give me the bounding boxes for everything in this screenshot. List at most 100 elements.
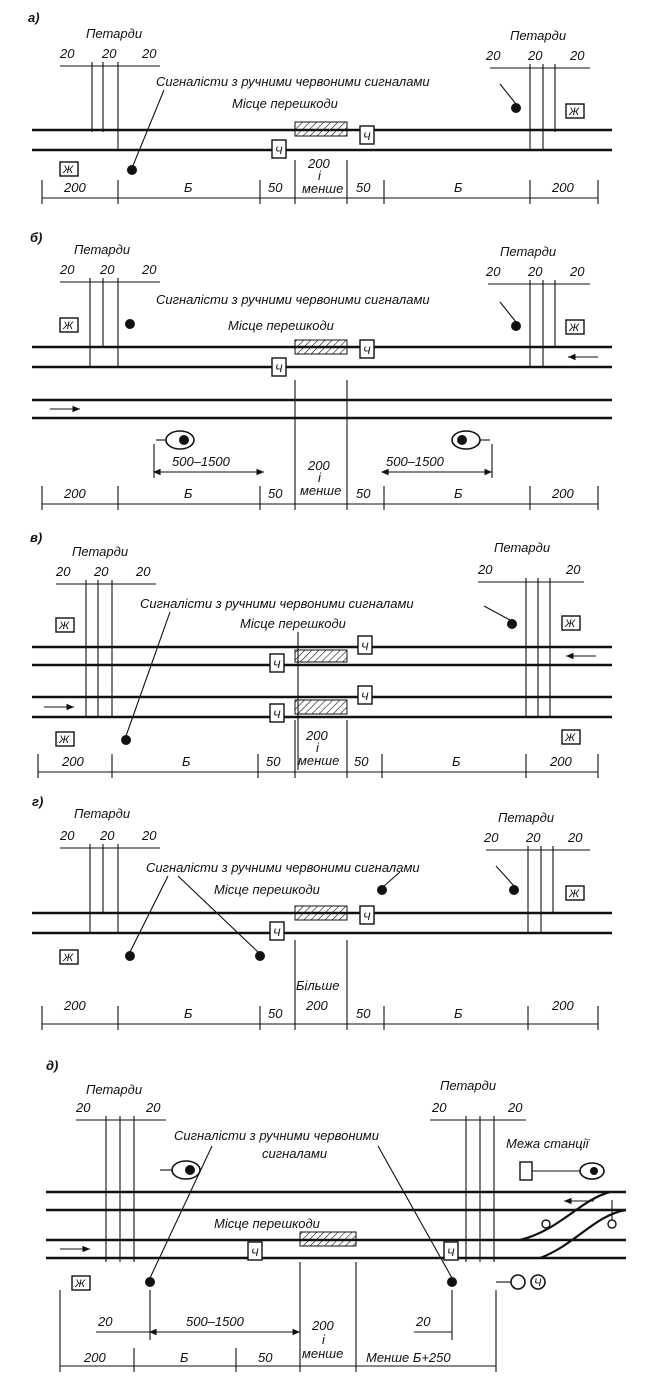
section-b: б) Петарди Петарди 20 20 20 20 20 20 Сиг… [30, 230, 612, 510]
obstacle-zone [294, 649, 348, 663]
dim-200-label: 200 [63, 180, 86, 195]
signal-lamp [510, 1274, 526, 1290]
dim-b-label: Б [454, 486, 463, 501]
petardy-right-label: Петарди [440, 1078, 496, 1093]
spacing-label: 20 [59, 46, 75, 61]
switch-curve [539, 1208, 627, 1260]
dim-200-label: 200 [551, 180, 574, 195]
range-label: 500–1500 [186, 1314, 245, 1329]
slow-signal-sign [269, 653, 285, 673]
signalist-marker [121, 735, 131, 745]
mid-dim-label: і [316, 740, 320, 755]
slow-signal-label: Ч [251, 1247, 259, 1259]
range-label: 500–1500 [386, 454, 445, 469]
mid-dim-label: менше [300, 483, 341, 498]
leader-line [149, 1145, 213, 1279]
spacing-label: 20 [141, 46, 157, 61]
spacing-label: 20 [485, 48, 501, 63]
slow-signal-sign [271, 139, 287, 159]
slow-signal-sign [357, 685, 373, 705]
slow-signal-sign [359, 125, 375, 145]
spacing-label: 20 [135, 564, 151, 579]
dim-200-label: 200 [63, 998, 86, 1013]
section-letter: а) [28, 10, 40, 25]
horn-signal-icon [579, 1162, 605, 1180]
slow-signal-sign [443, 1241, 459, 1261]
spacing-label: 20 [565, 562, 581, 577]
obstacle-zone [294, 699, 348, 715]
petardy-right-label: Петарди [500, 244, 556, 259]
stop-signal-label: Ж [74, 1278, 86, 1290]
spacing-label: 20 [527, 264, 543, 279]
petardy-left-label: Петарди [72, 544, 128, 559]
signalists-label-line1: Сигналісти з ручними червоними [174, 1128, 379, 1143]
slow-signal-label: Ч [273, 659, 281, 671]
dim-b-label: Б [454, 1006, 463, 1021]
spacing-label: 20 [141, 828, 157, 843]
obstacle-zone [294, 905, 348, 921]
switch-marker [541, 1219, 551, 1229]
signalist-marker [377, 885, 387, 895]
section-letter: г) [32, 794, 43, 809]
petardy-right-label: Петарди [498, 810, 554, 825]
spacing-label: 20 [507, 1100, 523, 1115]
stop-signal-sign [565, 103, 585, 119]
petardy-left-label: Петарди [86, 1082, 142, 1097]
leader-line [483, 605, 511, 621]
obstacle-label: Місце перешкоди [240, 616, 346, 631]
spacing-label: 20 [569, 48, 585, 63]
signal-lamp [530, 1274, 546, 1290]
stop-signal-label: Ж [564, 732, 576, 744]
slow-signal-label: Ч [273, 927, 281, 939]
petardy-left-label: Петарди [86, 26, 142, 41]
mid-dim-label: 200 [305, 728, 328, 743]
station-limit-sign [519, 1161, 533, 1181]
signalists-label: Сигналісти з ручними червоними сигналами [140, 596, 414, 611]
dim-50-label: 50 [266, 754, 281, 769]
less-label: Менше Б+250 [366, 1350, 451, 1365]
leader-line [125, 611, 171, 737]
dim-200-label: 200 [551, 998, 574, 1013]
stop-signal-sign [55, 731, 75, 747]
stop-signal-label: Ж [58, 734, 70, 746]
stop-signal-label: Ж [62, 952, 74, 964]
slow-signal-sign [271, 357, 287, 377]
obstacle-label: Місце перешкоди [214, 1216, 320, 1231]
leader-line [499, 83, 517, 105]
spacing-label: 20 [59, 828, 75, 843]
stop-signal-sign [55, 617, 75, 633]
mid-dim-label: і [318, 168, 322, 183]
dim-b-label: Б [184, 486, 193, 501]
obstacle-label: Місце перешкоди [228, 318, 334, 333]
slow-signal-sign [247, 1241, 263, 1261]
spacing-label: 20 [477, 562, 493, 577]
slow-signal-label: Ч [363, 131, 371, 143]
petardy-left-label: Петарди [74, 806, 130, 821]
dim-b-label: Б [452, 754, 461, 769]
signalist-marker [511, 103, 521, 113]
spacing-label: 20 [75, 1100, 91, 1115]
dim-b-label: Б [180, 1350, 189, 1365]
obstacle-label: Місце перешкоди [232, 96, 338, 111]
stop-signal-sign [565, 885, 585, 901]
spacing-label: 20 [525, 830, 541, 845]
dim-50-label: 50 [356, 1006, 371, 1021]
signalists-label-line2: сигналами [262, 1146, 327, 1161]
obstacle-label: Місце перешкоди [214, 882, 320, 897]
dim-50-label: 50 [258, 1350, 273, 1365]
spacing-label: 20 [55, 564, 71, 579]
signalist-marker [255, 951, 265, 961]
slow-signal-label: Ч [275, 145, 283, 157]
dim-20-label: 20 [415, 1314, 431, 1329]
mid-dim-label: менше [302, 1346, 343, 1361]
section-d: г) Петарди Петарди 20 20 20 20 20 20 Сиг… [32, 794, 612, 1030]
section-e: д) Петарди Петарди 20 20 20 20 Сигналіст… [46, 1058, 627, 1372]
dim-b-label: Б [184, 180, 193, 195]
spacing-label: 20 [485, 264, 501, 279]
horn-signal-icon [156, 430, 195, 450]
spacing-label: 20 [569, 264, 585, 279]
dim-200-label: 200 [63, 486, 86, 501]
leader-line [495, 865, 515, 887]
slow-signal-label: Ч [447, 1247, 455, 1259]
